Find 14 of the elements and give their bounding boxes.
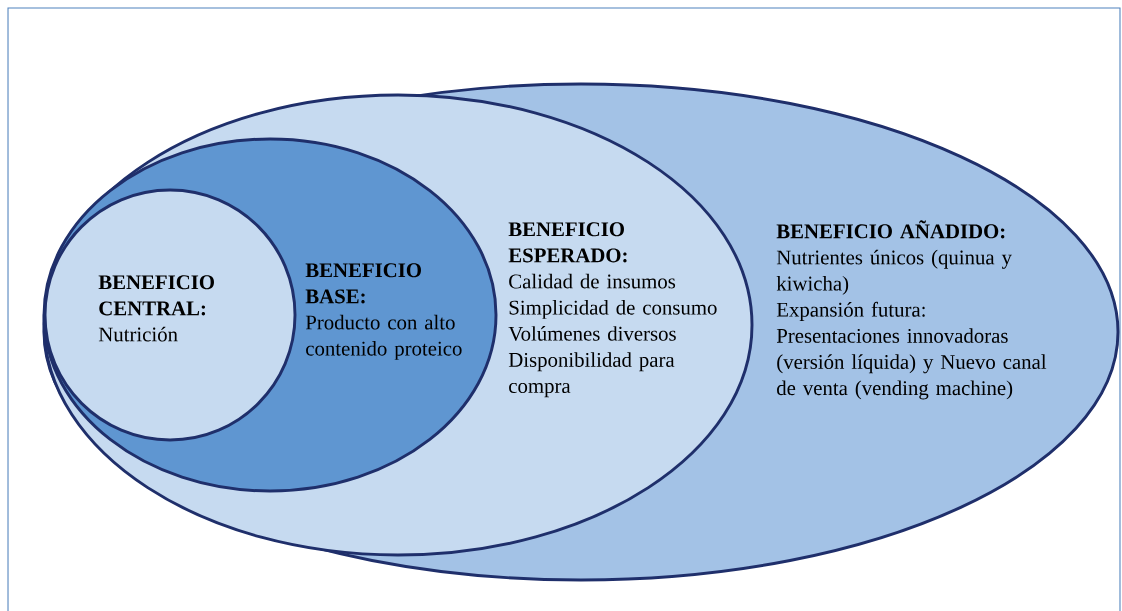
body-text: Volúmenes diversos [508,326,676,341]
body-text: Calidad de insumos [509,273,676,289]
ellipse-region [43,188,297,442]
body-text: Producto con alto contenido proteico [305,314,462,360]
heading: BENEFICIO AÑADIDO: [776,220,1005,239]
heading: BENEFICIO ESPERADO: [508,222,627,263]
body-text: Expansión futura: [776,301,925,321]
body-text: Presentaciones innovadoras (versión líquida) y Nuevo canal de venta (vending machine) [776,328,1047,400]
heading: BENEFICIO CENTRAL: [98,275,214,316]
body-text: Disponibilidad para compra [508,352,675,398]
heading: BENEFICIO BASE: [305,263,421,304]
body-text: Nutrición [98,326,178,342]
body-text: Simplicidad de consumo [509,300,717,319]
body-text: Nutrientes únicos (quinua y kiwicha) [776,249,1012,295]
